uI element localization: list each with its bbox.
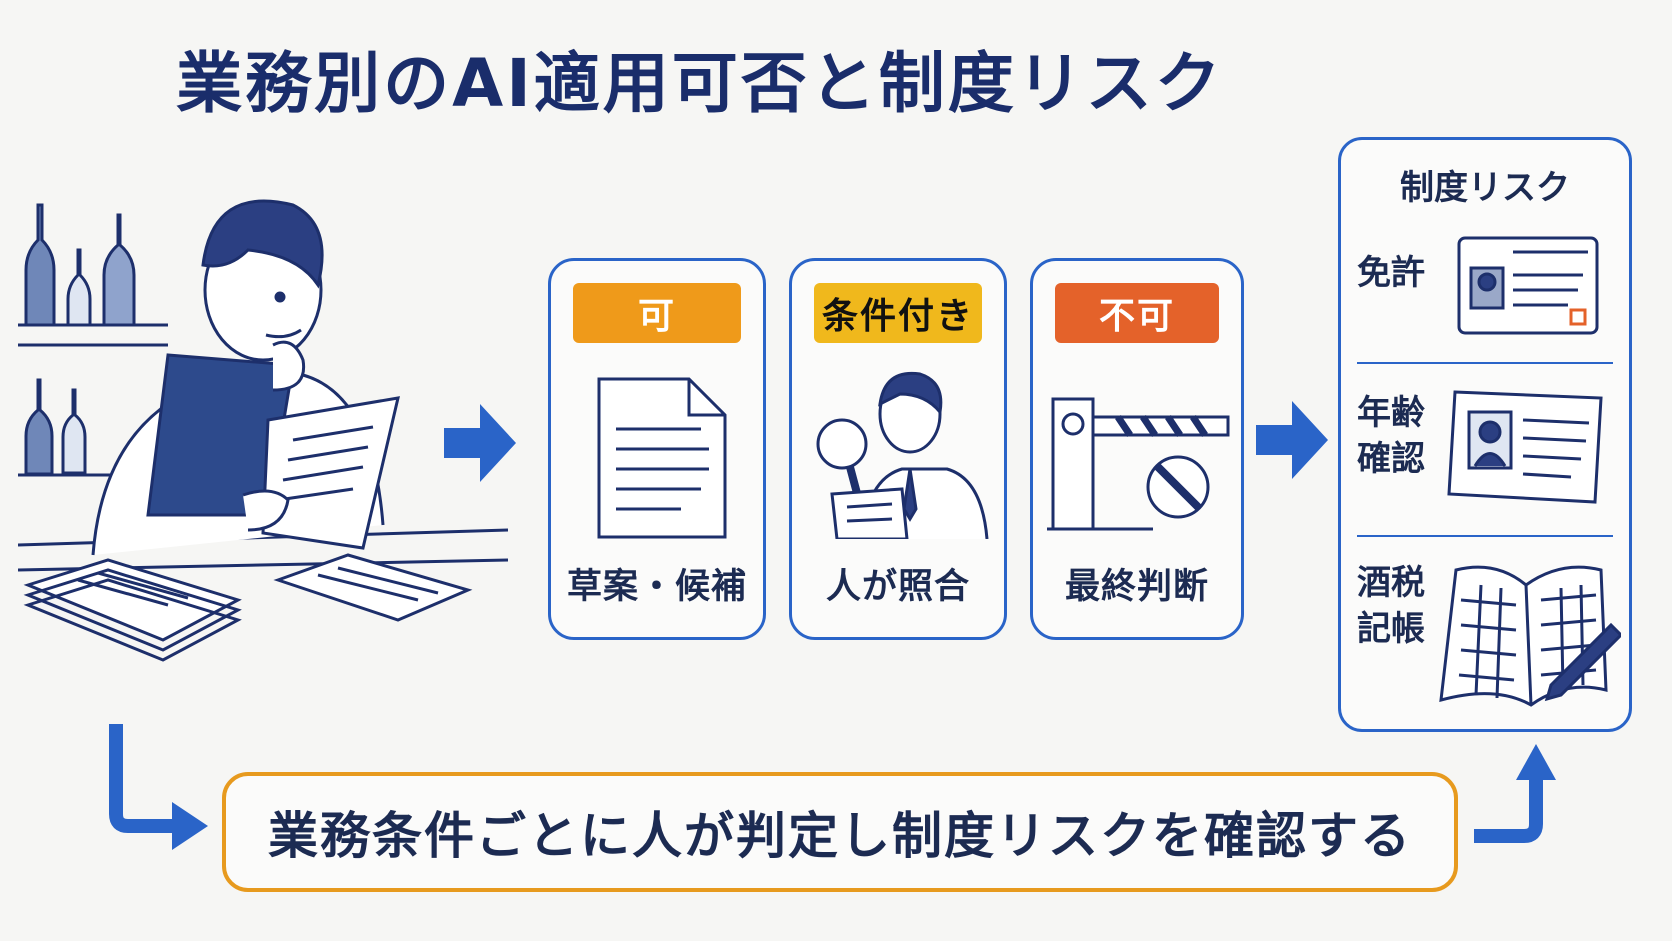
label-conditional: 人が照合 [825,567,970,607]
risk-item-age-check: 年齢確認 [1341,380,1629,505]
right-arrow-icon [1256,401,1328,479]
badge-allowed: 可 [573,283,741,343]
risk-label-liquor-tax-ledger: 酒税記帳 [1357,563,1425,649]
risk-label-age-check: 年齢確認 [1357,393,1425,479]
right-arrow-icon [444,404,516,482]
risk-item-liquor-tax-ledger: 酒税記帳 [1341,550,1629,720]
risk-divider [1357,362,1613,364]
person-magnifier-icon [792,369,1004,541]
risk-label-license: 免許 [1357,253,1425,293]
page-title: 業務別のAI適用可否と制度リスク [176,45,1224,122]
risk-divider [1357,535,1613,537]
risk-panel: 制度リスク 免許 年齢確認 [1338,137,1632,732]
up-right-arrow-icon [1474,744,1556,843]
label-prohibited: 最終判断 [1064,567,1209,607]
category-card-conditional: 条件付き 人が照合 [789,258,1007,640]
shopkeeper-illustration [17,195,509,715]
category-card-prohibited: 不可 最終判断 [1030,258,1244,640]
ledger-book-icon [1431,550,1624,714]
license-card-icon [1453,230,1603,344]
badge-conditional: 条件付き [814,283,982,343]
risk-item-license: 免許 [1341,230,1629,340]
summary-box: 業務条件ごとに人が判定し制度リスクを確認する [222,772,1458,892]
barrier-prohibited-icon [1033,369,1241,539]
risk-title: 制度リスク [1400,168,1570,208]
id-card-icon [1441,380,1611,509]
down-right-arrow-icon [109,724,208,850]
badge-prohibited: 不可 [1055,283,1219,343]
document-icon [551,369,763,539]
label-allowed: 草案・候補 [566,567,747,607]
category-card-allowed: 可 草案・候補 [548,258,766,640]
summary-text: 業務条件ごとに人が判定し制度リスクを確認する [268,807,1412,865]
